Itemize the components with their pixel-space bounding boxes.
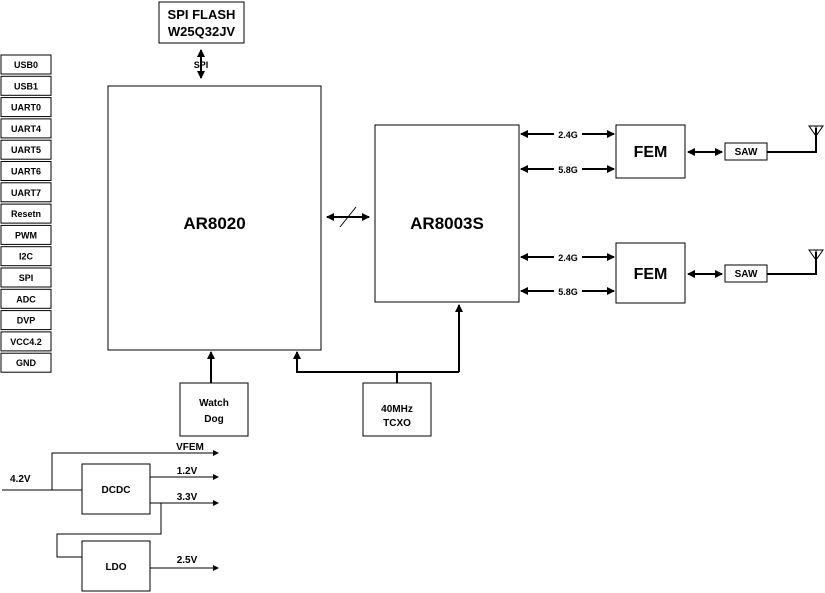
interface-pin-item: GND — [0, 352, 52, 373]
interface-pin-label: PWM — [15, 230, 37, 240]
bus-slash-mark — [339, 206, 357, 228]
interface-pin-box — [0, 352, 52, 373]
ar8020-block: AR8020 — [107, 85, 322, 351]
watchdog-label-line1: Watch — [199, 398, 229, 409]
interface-pin-item: I2C — [0, 246, 52, 267]
ar8003s-block: AR8003S — [374, 124, 520, 303]
tcxo-label-line1: 40MHz — [381, 404, 413, 415]
spi-flash-block: SPI FLASH W25Q32JV — [158, 1, 245, 44]
ldo-out-label: 2.5V — [177, 555, 198, 566]
spi-flash-part: W25Q32JV — [168, 24, 236, 39]
tcxo-block: 40MHz TCXO — [362, 382, 432, 437]
interface-pin-item: UART6 — [0, 161, 52, 181]
interface-pin-label: DVP — [17, 316, 36, 326]
saw-1-label: SAW — [735, 147, 758, 158]
interface-pin-item: USB1 — [0, 75, 52, 96]
interface-pin-item: VCC4.2 — [0, 331, 52, 352]
power-section: 4.2V VFEM DCDC 1.2V 3.3V LDO 2.5V — [2, 442, 219, 592]
interface-pin-label: GND — [16, 358, 37, 368]
interface-pin-box — [0, 246, 52, 267]
interface-pin-label: UART6 — [11, 167, 41, 177]
interface-pin-item: UART5 — [0, 139, 52, 160]
interface-pin-box — [0, 118, 52, 139]
interface-pin-item: SPI — [0, 267, 52, 288]
interface-pin-label: I2C — [19, 252, 34, 262]
interface-pin-label: USB0 — [14, 60, 38, 70]
tcxo-label-line2: TCXO — [383, 418, 411, 429]
rf-path-1: 2.4G 5.8G FEM SAW — [520, 124, 824, 179]
vfem-wire — [51, 450, 219, 490]
interface-pin-box — [0, 267, 52, 288]
interface-pin-item: Resetn — [0, 203, 52, 224]
interface-pin-item: UART0 — [0, 97, 52, 118]
interface-pin-box — [0, 203, 52, 224]
interface-pin-label: USB1 — [14, 81, 38, 91]
watchdog-block: Watch Dog — [179, 382, 249, 437]
interface-pin-item: UART7 — [0, 182, 52, 203]
spi-bus-label: SPI — [194, 60, 209, 70]
interface-pin-box — [0, 310, 52, 331]
interface-pin-label: UART5 — [11, 145, 41, 155]
rf2-band-a-label: 2.4G — [558, 253, 578, 263]
dcdc-out2-label: 3.3V — [177, 492, 198, 503]
interface-pin-label: UART4 — [11, 124, 41, 134]
interface-pin-item: UART4 — [0, 118, 52, 139]
watchdog-label-line2: Dog — [204, 414, 223, 425]
interface-pin-list: USB0USB1UART0UART4UART5UART6UART7ResetnP… — [0, 54, 52, 373]
fem-2-label: FEM — [634, 266, 668, 283]
interface-pin-box — [0, 97, 52, 118]
interface-pin-item: DVP — [0, 310, 52, 331]
interface-pin-label: VCC4.2 — [10, 337, 42, 347]
fem-1-label: FEM — [634, 144, 668, 161]
interface-pin-label: UART0 — [11, 103, 41, 113]
antenna-2-icon — [808, 249, 824, 261]
interface-pin-item: ADC — [0, 288, 52, 309]
ldo-feed-wire — [56, 503, 162, 558]
rf1-band-a-label: 2.4G — [558, 130, 578, 140]
interface-pin-box — [0, 75, 52, 96]
ldo-label: LDO — [105, 562, 126, 573]
interface-pin-box — [0, 331, 52, 352]
interface-pin-label: ADC — [16, 294, 36, 304]
antenna-1-icon — [808, 125, 824, 137]
interface-pin-label: Resetn — [11, 209, 41, 219]
rf1-band-b-label: 5.8G — [558, 165, 578, 175]
tcxo-to-ar8020-arrow — [293, 351, 459, 373]
ar8020-label: AR8020 — [183, 214, 245, 233]
dcdc-label: DCDC — [102, 485, 131, 496]
spi-flash-title: SPI FLASH — [168, 7, 236, 22]
vin-label: 4.2V — [10, 474, 31, 485]
interface-pin-box — [0, 139, 52, 160]
rf-path-2: 2.4G 5.8G FEM SAW — [520, 242, 824, 304]
antenna-1-feed — [767, 128, 817, 153]
interface-pin-item: USB0 — [0, 54, 52, 75]
antenna-2-feed — [767, 252, 817, 275]
interface-pin-box — [0, 224, 52, 245]
interface-pin-label: SPI — [19, 273, 34, 283]
saw-2-label: SAW — [735, 269, 758, 280]
interface-pin-label: UART7 — [11, 188, 41, 198]
ar8003s-label: AR8003S — [410, 214, 484, 233]
interface-pin-box — [0, 288, 52, 309]
interface-pin-box — [0, 182, 52, 203]
interface-pin-box — [0, 161, 52, 181]
rf2-band-b-label: 5.8G — [558, 287, 578, 297]
interface-pin-item: PWM — [0, 224, 52, 245]
interface-pin-box — [0, 54, 52, 75]
dcdc-out1-label: 1.2V — [177, 466, 198, 477]
vfem-label: VFEM — [176, 442, 204, 453]
